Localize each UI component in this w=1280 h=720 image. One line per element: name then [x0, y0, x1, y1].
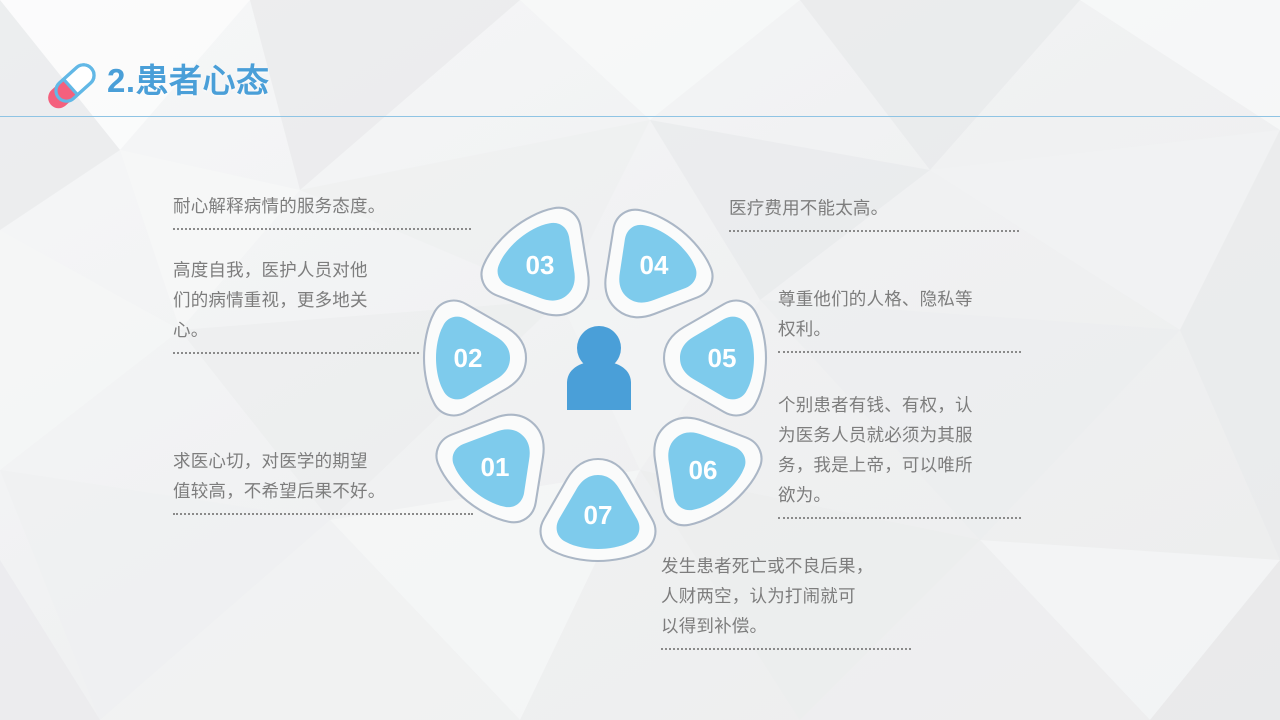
- note-rule-06: [778, 517, 1021, 519]
- note-text-03: 耐心解释病情的服务态度。: [173, 196, 386, 216]
- slide-header: 2.患者心态: [0, 0, 1280, 118]
- petal-07-label: 07: [584, 500, 613, 530]
- page-title: 2.患者心态: [107, 62, 270, 99]
- note-text-06: 个别患者有钱、有权，认 为医务人员就必须为其服 务，我是上帝，可以唯所 欲为。: [778, 395, 973, 505]
- note-rule-03: [173, 228, 471, 230]
- note-block-03: 耐心解释病情的服务态度。: [173, 191, 471, 230]
- note-block-04: 医疗费用不能太高。: [729, 193, 1019, 232]
- note-text-02: 高度自我，医护人员对他 们的病情重视，更多地关 心。: [173, 260, 368, 340]
- note-text-04: 医疗费用不能太高。: [729, 198, 889, 218]
- note-block-06: 个别患者有钱、有权，认 为医务人员就必须为其服 务，我是上帝，可以唯所 欲为。: [778, 390, 1021, 519]
- note-rule-07: [661, 648, 911, 650]
- note-rule-04: [729, 230, 1019, 232]
- note-block-07: 发生患者死亡或不良后果， 人财两空，认为打闹就可 以得到补偿。: [661, 551, 911, 650]
- petal-diagram: 03 04 02 05 01: [420, 195, 790, 570]
- petal-06-label: 06: [689, 455, 718, 485]
- note-text-05: 尊重他们的人格、隐私等 权利。: [778, 289, 973, 339]
- petal-04-label: 04: [640, 250, 669, 280]
- note-block-05: 尊重他们的人格、隐私等 权利。: [778, 284, 1021, 353]
- petal-03-label: 03: [526, 250, 555, 280]
- header-divider: [0, 116, 1280, 117]
- note-rule-05: [778, 351, 1021, 353]
- note-text-01: 求医心切，对医学的期望 值较高，不希望后果不好。: [173, 451, 386, 501]
- note-rule-02: [173, 352, 419, 354]
- person-icon: [567, 326, 631, 410]
- note-block-02: 高度自我，医护人员对他 们的病情重视，更多地关 心。: [173, 255, 419, 354]
- petal-05-label: 05: [708, 343, 737, 373]
- note-block-01: 求医心切，对医学的期望 值较高，不希望后果不好。: [173, 446, 473, 515]
- note-text-07: 发生患者死亡或不良后果， 人财两空，认为打闹就可 以得到补偿。: [661, 556, 874, 636]
- note-rule-01: [173, 513, 473, 515]
- pill-capsule-icon: [48, 63, 96, 109]
- petal-02-label: 02: [454, 343, 483, 373]
- petal-01-label: 01: [481, 452, 510, 482]
